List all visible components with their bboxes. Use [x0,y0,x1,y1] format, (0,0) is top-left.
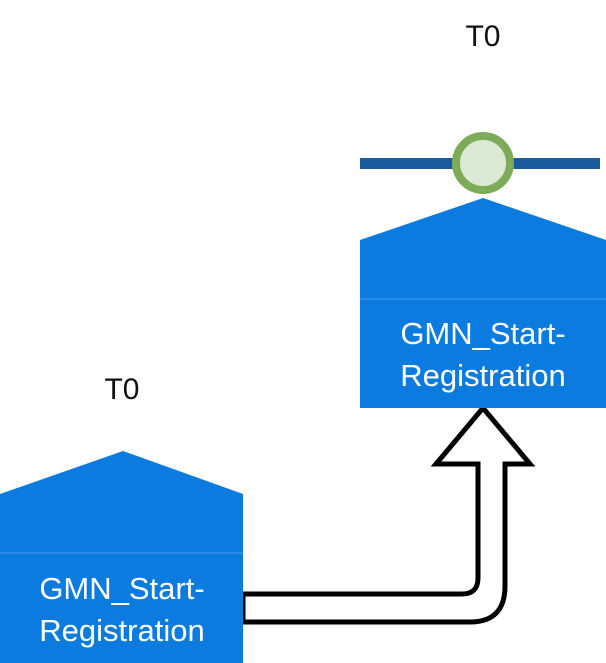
source-node-time-label: T0 [104,373,139,406]
target-node-label-line2: Registration [400,358,565,393]
target-node-time-label: T0 [465,20,500,53]
target-node-label-line1: GMN_Start- [400,316,565,351]
source-node-shape[interactable] [0,451,243,663]
target-node-shape[interactable] [360,198,606,408]
circle-gate[interactable] [452,132,514,194]
flow-arrow[interactable] [240,404,536,625]
source-node-label-line1: GMN_Start- [39,571,204,606]
source-node-label-line2: Registration [39,613,204,648]
